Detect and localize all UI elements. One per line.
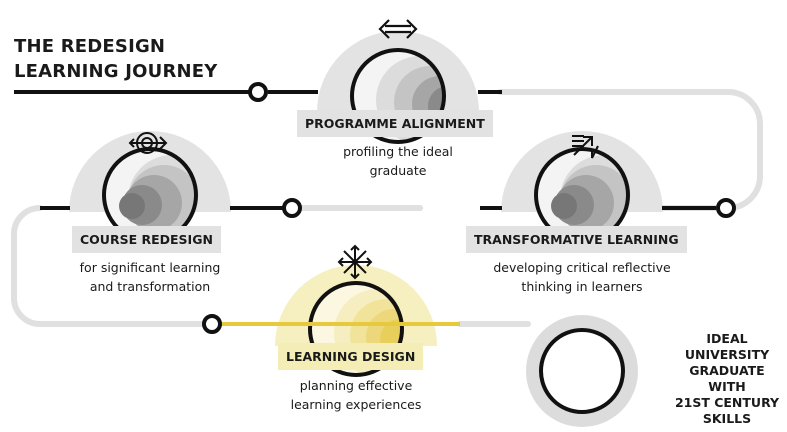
course-desc-line-2: and transformation [89,279,211,294]
target-arrow-icon [128,132,168,154]
design-desc-line-1: planning effective [299,378,413,393]
destination-line-3: GRADUATE WITH [689,363,765,394]
programme-alignment-label: PROGRAMME ALIGNMENT [297,110,493,137]
expand-arrows-icon [572,135,599,159]
destination-line-5: SKILLS [702,411,752,426]
programme-alignment-description: profiling the ideal graduate [278,142,518,180]
programme-desc-line-2: graduate [369,163,427,178]
learning-design-description: planning effective learning experiences [236,376,476,414]
course-redesign-description: for significant learning and transformat… [30,258,270,296]
design-desc-line-2: learning experiences [290,397,422,412]
waypoint-markers [202,82,736,334]
course-desc-line-1: for significant learning [79,260,221,275]
destination-node [526,315,638,427]
transformative-learning-description: developing critical reflective thinking … [462,258,702,296]
destination-line-2: UNIVERSITY [684,347,770,362]
destination-text: IDEAL UNIVERSITY GRADUATE WITH 21ST CENT… [672,331,782,427]
learning-design-label: LEARNING DESIGN [278,343,424,370]
page-title: THE REDESIGN LEARNING JOURNEY [14,34,218,84]
transformative-desc-line-1: developing critical reflective [493,260,671,275]
connecting-track [11,89,763,327]
title-line-2: LEARNING JOURNEY [14,61,218,82]
destination-line-1: IDEAL [706,331,748,346]
journey-path [14,90,716,210]
transformative-desc-line-2: thinking in learners [521,279,643,294]
network-arrows-icon [337,244,373,280]
programme-desc-line-1: profiling the ideal [343,144,453,159]
double-arrow-icon [378,19,418,39]
destination-line-4: 21ST CENTURY [674,395,780,410]
title-line-1: THE REDESIGN [14,36,166,57]
course-redesign-label: COURSE REDESIGN [72,226,221,253]
transformative-learning-label: TRANSFORMATIVE LEARNING [466,226,687,253]
